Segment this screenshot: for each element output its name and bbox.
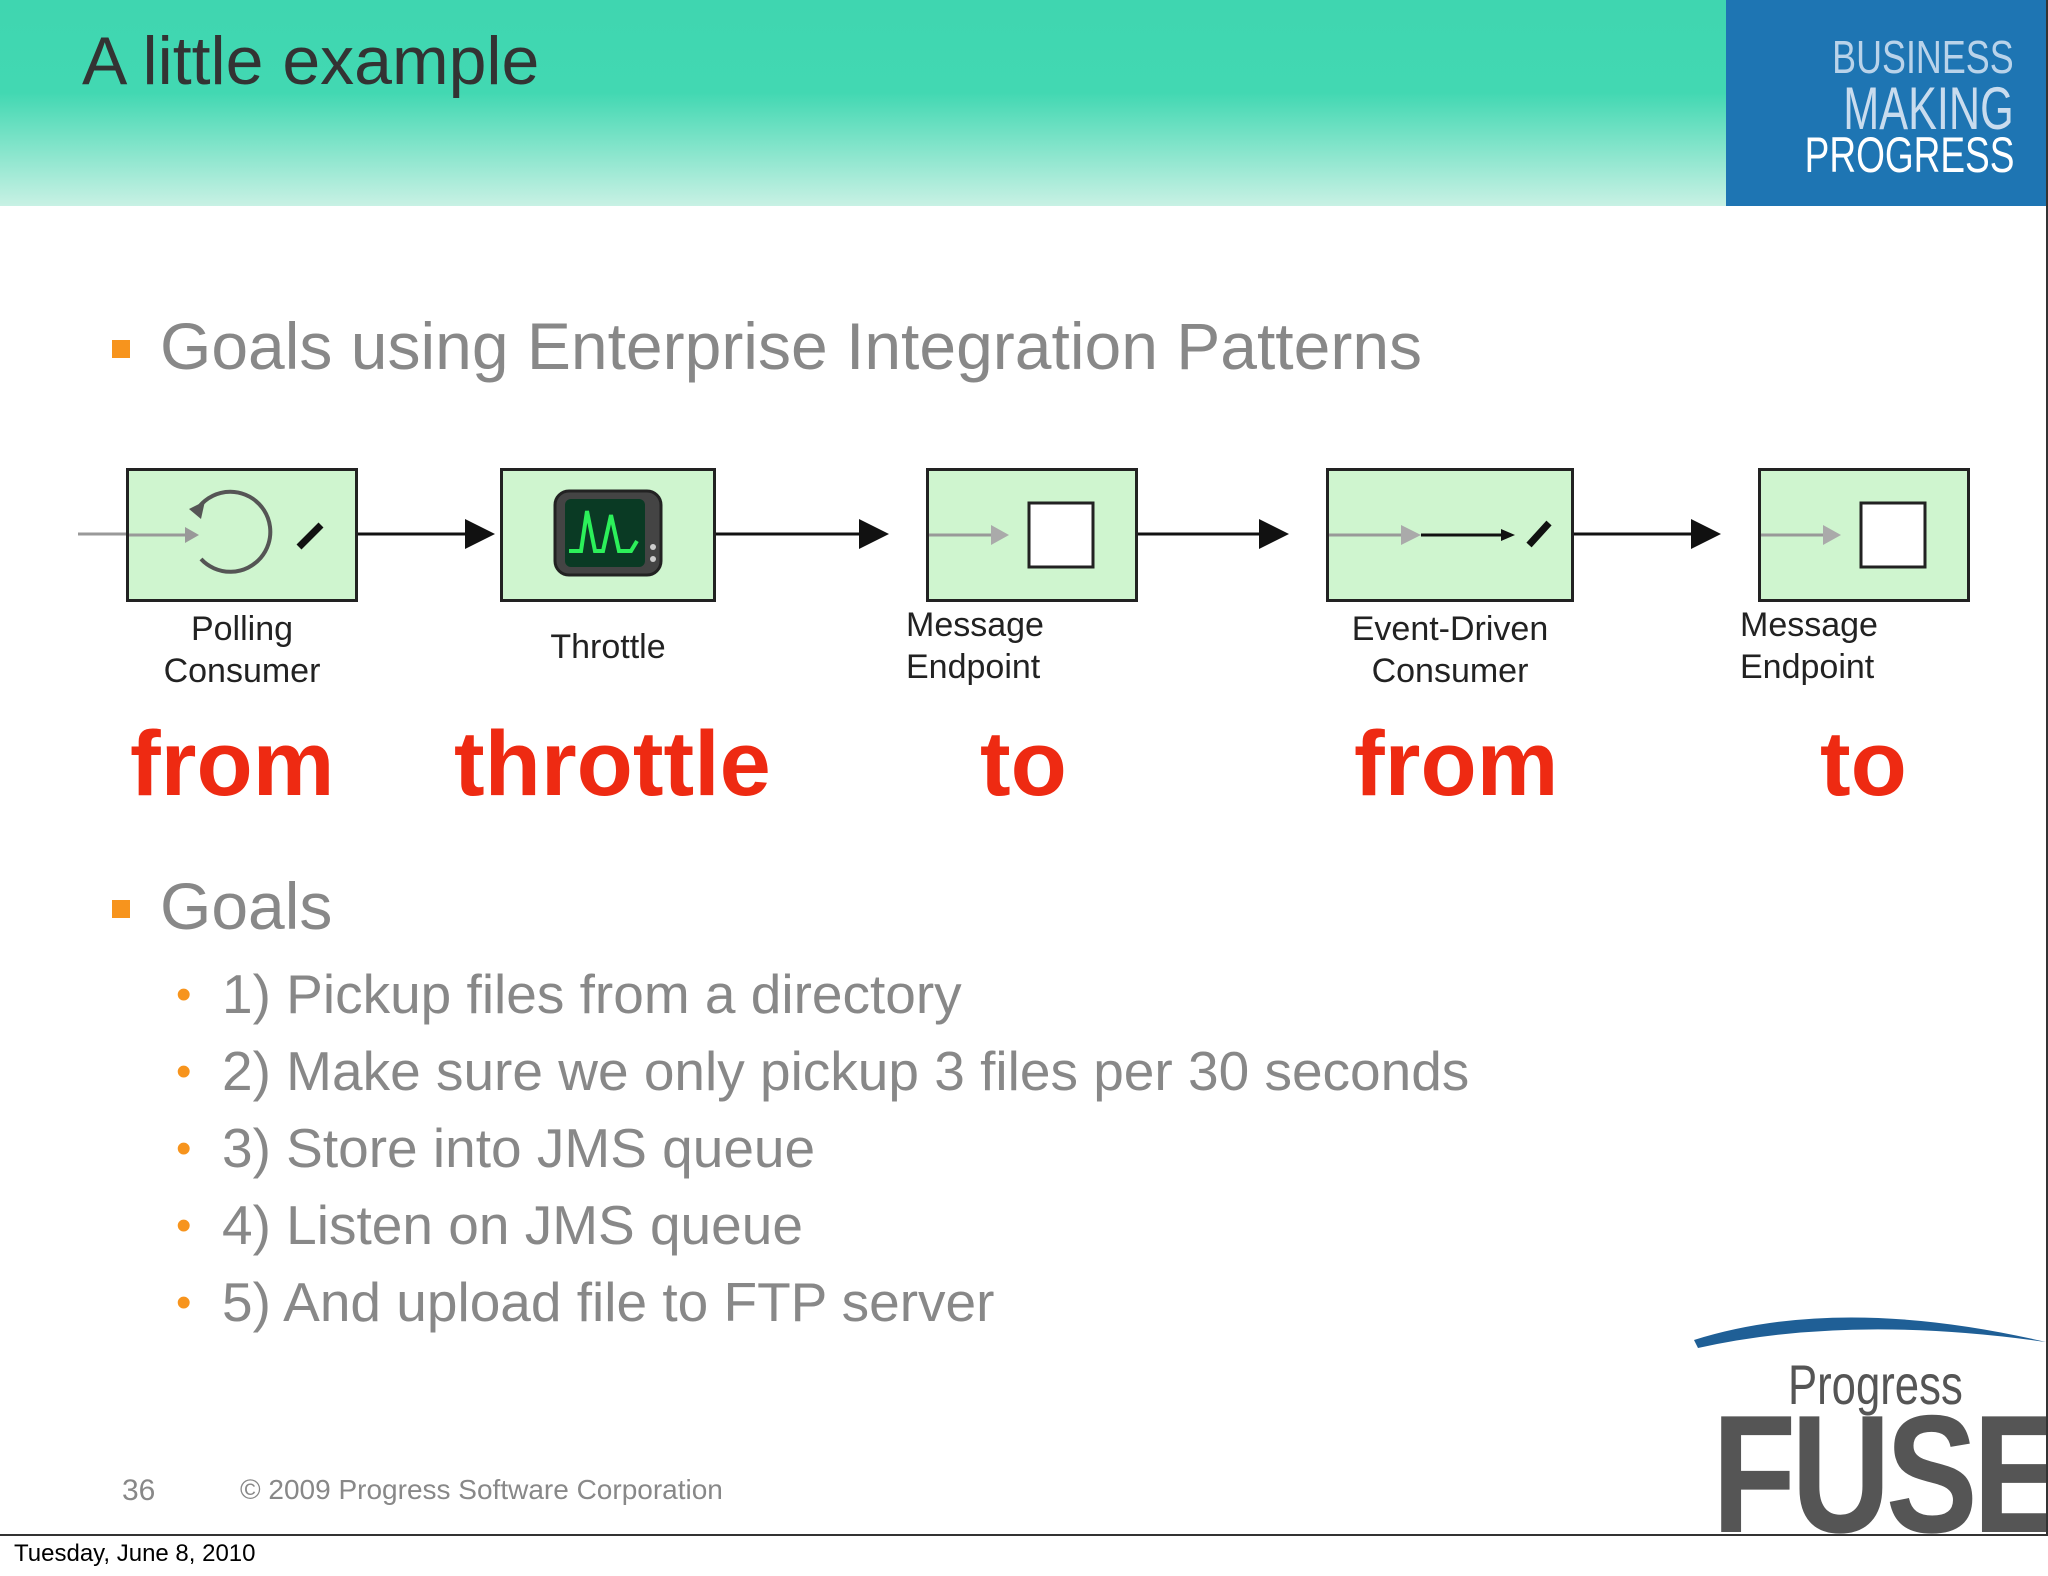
message-endpoint-box-1 bbox=[926, 468, 1138, 602]
header-band bbox=[0, 0, 1726, 206]
brand-logo: BUSINESS MAKING PROGRESS bbox=[1726, 0, 2046, 206]
bullet-goals: Goals bbox=[160, 869, 333, 943]
sub-bullet-dot-icon: • bbox=[176, 1124, 192, 1173]
event-driven-consumer-icon bbox=[1329, 520, 1552, 548]
sub-bullet-dot-icon: • bbox=[176, 1278, 192, 1327]
goal-item-3: 3) Store into JMS queue bbox=[222, 1117, 816, 1179]
message-endpoint-icon bbox=[1761, 501, 1927, 569]
slide: A little example BUSINESS MAKING PROGRES… bbox=[0, 0, 2048, 1536]
dsl-keyword-from-1: from bbox=[130, 713, 335, 815]
label-message-endpoint-1: Message Endpoint bbox=[906, 606, 1044, 686]
dsl-keyword-throttle: throttle bbox=[454, 713, 771, 815]
bullet-square-icon bbox=[112, 900, 130, 918]
sub-bullet-dot-icon: • bbox=[176, 1047, 192, 1096]
sub-bullet-dot-icon: • bbox=[176, 1201, 192, 1250]
brand-line-progress: PROGRESS bbox=[1804, 127, 2014, 183]
event-driven-consumer-box bbox=[1326, 468, 1574, 602]
goal-item-5: 5) And upload file to FTP server bbox=[222, 1271, 995, 1333]
label-message-endpoint-2: Message Endpoint bbox=[1740, 606, 1878, 686]
message-endpoint-box-2 bbox=[1758, 468, 1970, 602]
slide-title: A little example bbox=[82, 23, 540, 99]
bullet-square-icon bbox=[112, 340, 130, 358]
goal-item-1: 1) Pickup files from a directory bbox=[222, 963, 962, 1025]
throttle-box bbox=[500, 468, 716, 602]
bullet-eip-goals: Goals using Enterprise Integration Patte… bbox=[160, 309, 1423, 383]
brand-line-business: BUSINESS bbox=[1832, 31, 2014, 83]
page-number: 36 bbox=[122, 1474, 156, 1507]
label-event-driven-consumer: Event-Driven Consumer bbox=[1351, 610, 1549, 690]
brand-line-making: MAKING bbox=[1843, 75, 2014, 142]
label-throttle: Throttle bbox=[550, 628, 666, 666]
fuse-logo-progress-text: Progress bbox=[1788, 1353, 1963, 1416]
print-date: Tuesday, June 8, 2010 bbox=[14, 1540, 256, 1567]
polling-consumer-icon bbox=[129, 489, 324, 574]
dsl-keyword-to-1: to bbox=[980, 713, 1067, 815]
throttle-icon bbox=[553, 489, 663, 577]
goal-item-4: 4) Listen on JMS queue bbox=[222, 1194, 803, 1256]
fuse-logo-wordmark: FUSE bbox=[1712, 1380, 2048, 1536]
polling-consumer-box bbox=[126, 468, 358, 602]
goal-item-2: 2) Make sure we only pickup 3 files per … bbox=[222, 1040, 1470, 1102]
label-polling-consumer: Polling Consumer bbox=[163, 610, 321, 690]
dsl-keyword-from-2: from bbox=[1354, 713, 1559, 815]
copyright-notice: © 2009 Progress Software Corporation bbox=[240, 1474, 723, 1505]
message-endpoint-icon bbox=[929, 501, 1095, 569]
sub-bullet-dot-icon: • bbox=[176, 970, 192, 1019]
dsl-keyword-to-2: to bbox=[1820, 713, 1907, 815]
fuse-swoosh-icon bbox=[1694, 1317, 2046, 1348]
